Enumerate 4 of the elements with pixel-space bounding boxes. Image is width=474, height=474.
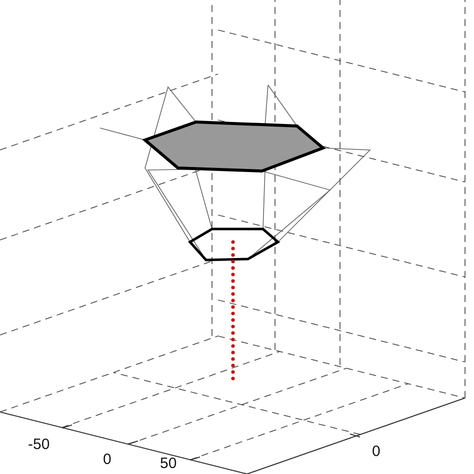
tick-label: 0 [372,444,380,459]
tick-label: 50 [160,456,177,471]
tick-label: -50 [28,437,50,452]
tick-label: 0 [103,452,112,467]
